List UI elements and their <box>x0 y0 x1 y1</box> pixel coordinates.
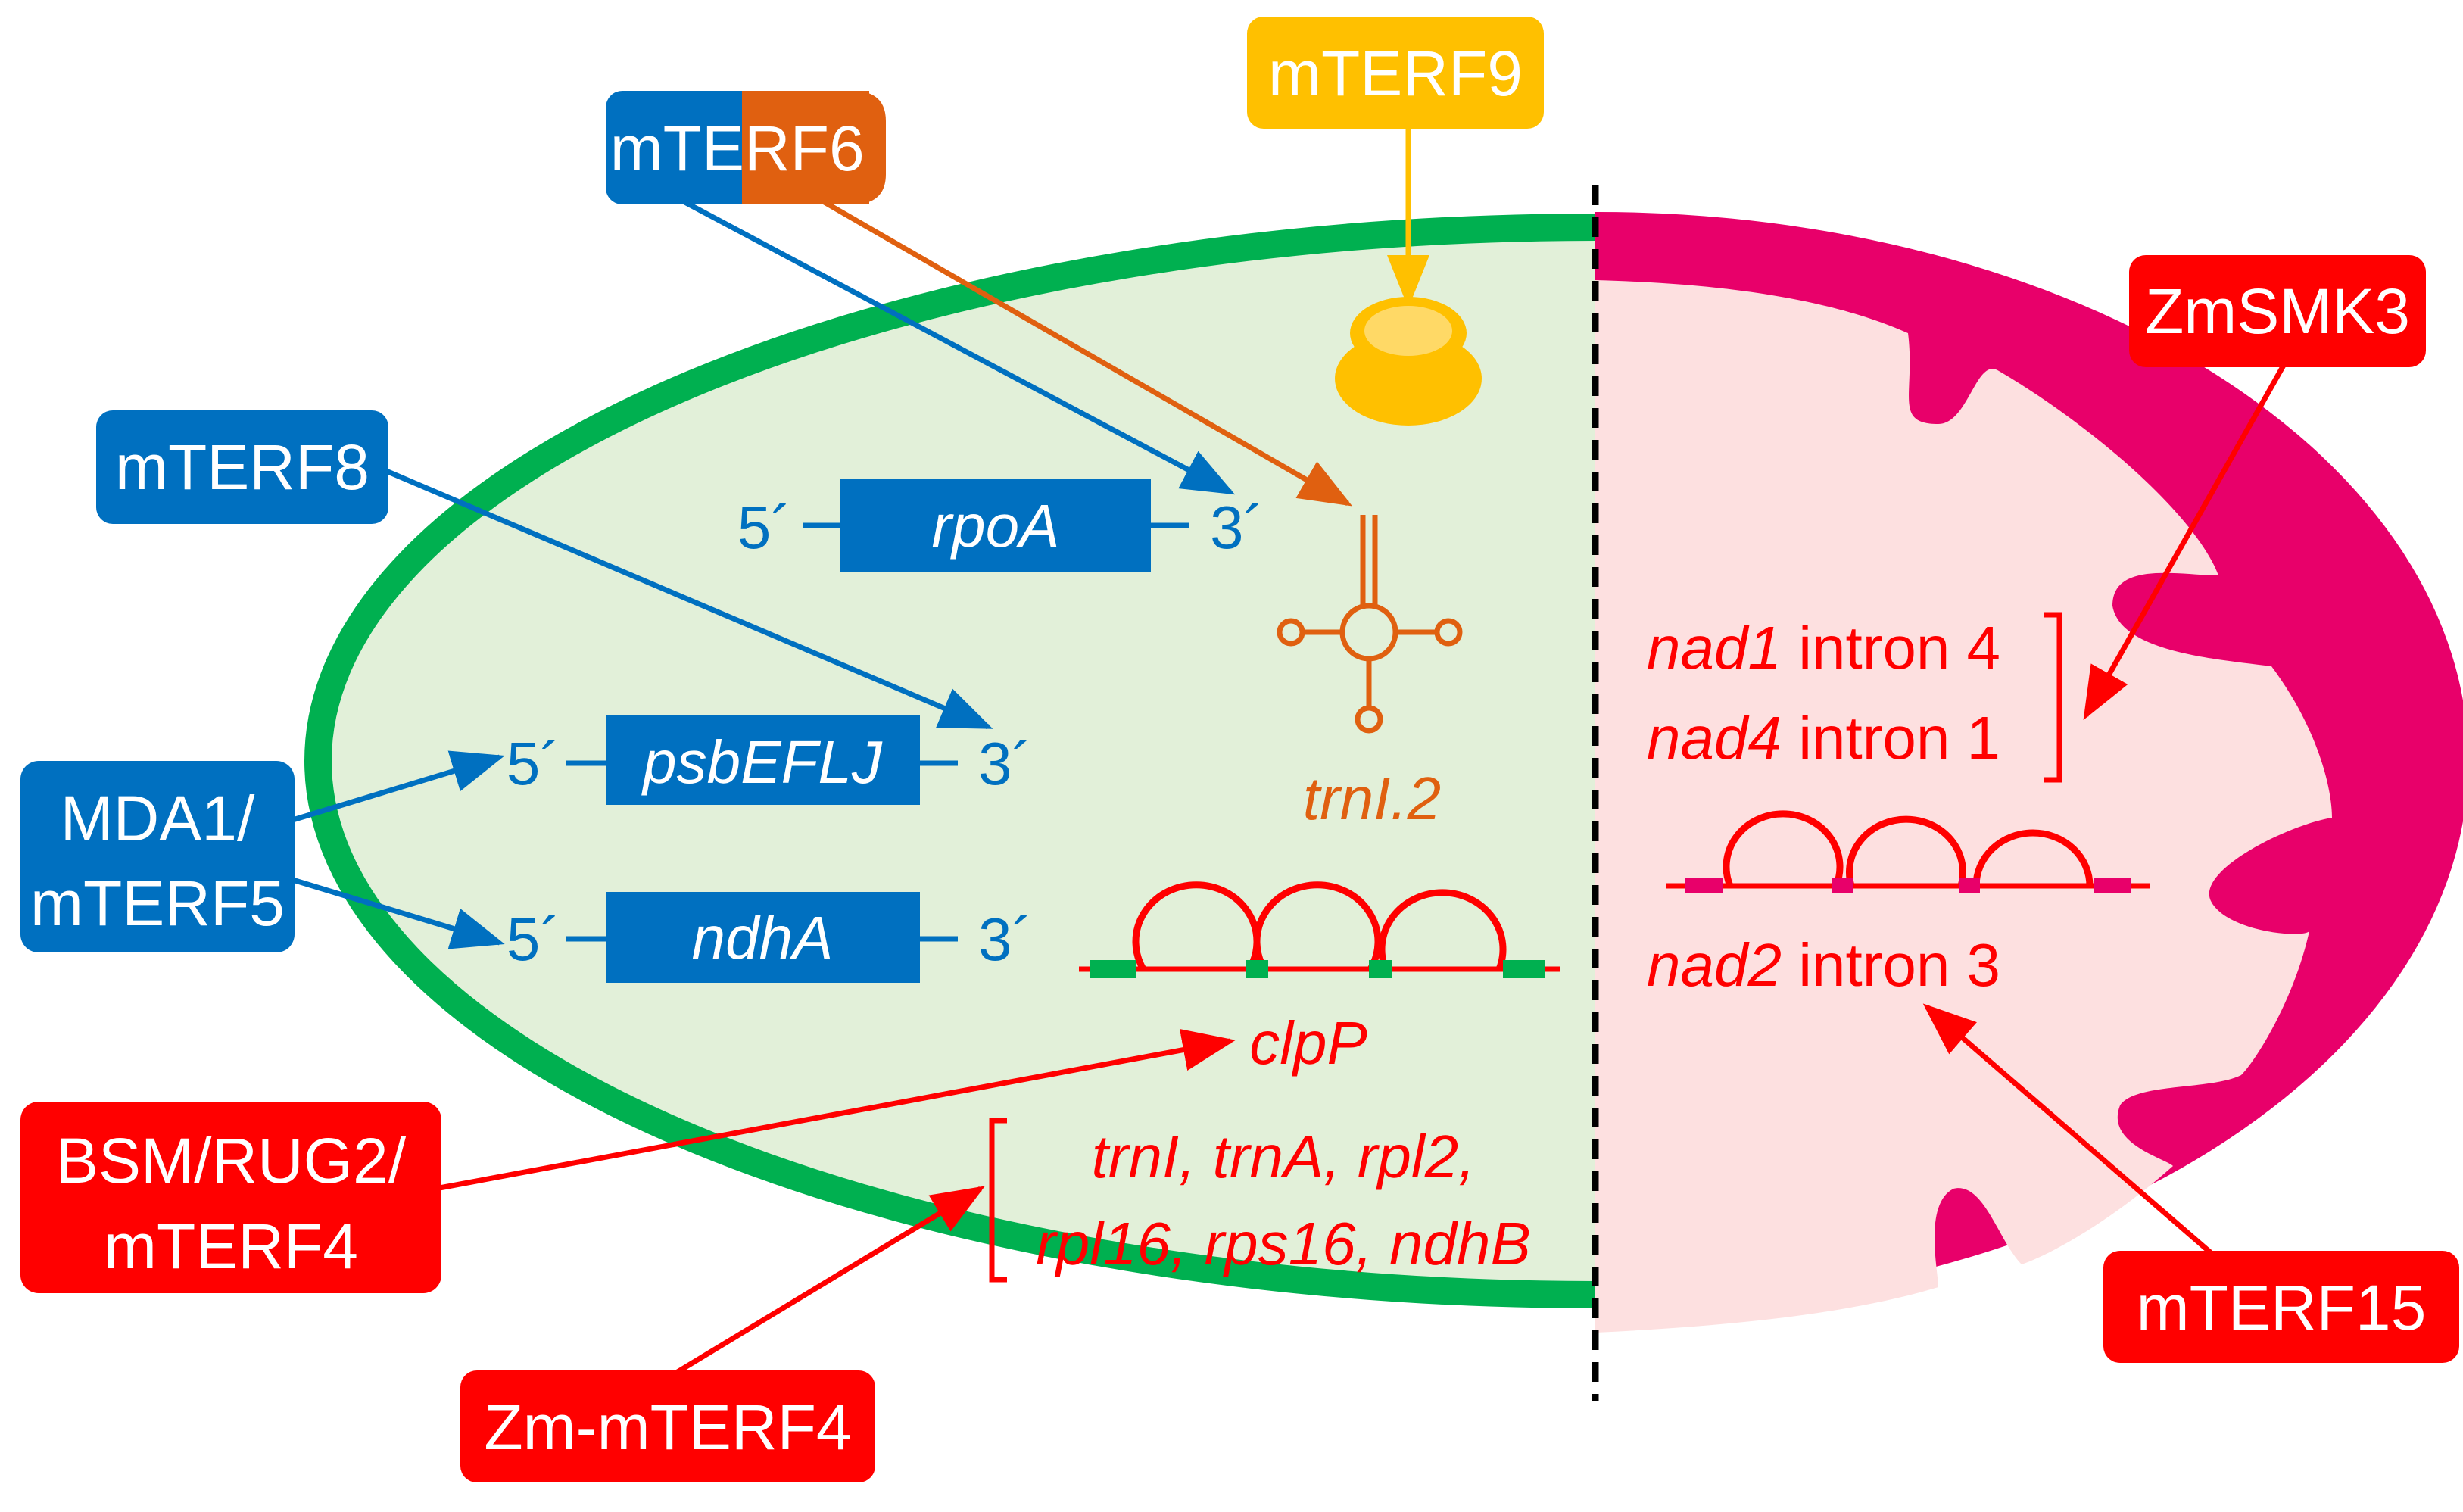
clpp-intron-structure <box>1079 881 1560 978</box>
zmsmk3-box: ZmSMK3 <box>2129 255 2426 367</box>
svg-text:RF6: RF6 <box>744 113 865 184</box>
arrow-zmsmk3-nad <box>2083 332 2305 721</box>
rpoa-label: rpoA <box>932 492 1060 560</box>
intron-genes-line1: trnI, trnA, rpl2, <box>1092 1123 1476 1190</box>
nad2-gene: nad2 <box>1647 931 1782 999</box>
nad2-intron3-label: nad2 intron 3 <box>1647 931 2000 999</box>
mterf9-label: mTERF9 <box>1268 38 1523 109</box>
nad4-gene: nad4 <box>1647 704 1782 772</box>
mterf6-label-right: RF6 <box>744 113 865 184</box>
mda1-label-line2: mTERF5 <box>30 868 285 939</box>
nad1-intron: intron 4 <box>1782 614 2000 681</box>
arrows <box>286 127 2305 1388</box>
ribosome-icon <box>1335 297 1482 426</box>
bsm-label-line2: mTERF4 <box>104 1211 358 1282</box>
clpp-label: clpP <box>1249 1009 1367 1077</box>
ndha-five-prime: 5´ <box>507 906 560 973</box>
gene-ndha: 5´ ndhA 3´ <box>507 892 1032 983</box>
mterf15-box: mTERF15 <box>2103 1251 2459 1363</box>
mterf6-box: mTE RF6 <box>606 91 892 204</box>
trna-cloverleaf-icon <box>1277 515 1463 734</box>
psbeflj-five-prime: 5´ <box>507 730 560 797</box>
mterf6-label-left: mTE <box>610 113 744 184</box>
intron-genes-bracket <box>989 1118 1007 1283</box>
nad2-intron: intron 3 <box>1782 931 2000 999</box>
arrow-mterf8-psbeflj <box>385 468 993 730</box>
arrow-mterf15-nad2 <box>1922 1003 2240 1278</box>
zmsmk3-label: ZmSMK3 <box>2145 276 2410 347</box>
mda1-mterf5-box: MDA1/ mTERF5 <box>20 761 295 952</box>
arrow-zmmterf4-introns <box>653 1186 985 1388</box>
arrow-mterf6-rpoa <box>676 195 1236 495</box>
gene-psbeflj: 5´ psbEFLJ 3´ <box>507 715 1032 805</box>
arrow-bsm-clpp <box>435 1028 1236 1192</box>
rpoa-three-prime: 3´ <box>1210 494 1264 561</box>
intron-genes-line2: rpl16, rps16, ndhB <box>1036 1210 1531 1277</box>
nad4-intron1-label: nad4 intron 1 <box>1647 704 2000 772</box>
mterf8-label: mTERF8 <box>115 432 369 503</box>
ndha-label: ndhA <box>692 904 834 971</box>
svg-text:mTE: mTE <box>610 113 744 184</box>
rpoa-five-prime: 5´ <box>737 494 791 561</box>
nad2-intron-structure <box>1666 810 2150 893</box>
mterf9-box: mTERF9 <box>1247 17 1544 129</box>
mterf15-label: mTERF15 <box>2137 1272 2427 1343</box>
ndha-three-prime: 3´ <box>978 906 1032 973</box>
zm-mterf4-box: Zm-mTERF4 <box>460 1370 875 1482</box>
arrow-mda1-ndha <box>286 875 505 949</box>
mda1-label-line1: MDA1/ <box>61 783 255 854</box>
mterf8-box: mTERF8 <box>96 410 388 524</box>
mitochondrion <box>1595 212 2463 1333</box>
psbeflj-label: psbEFLJ <box>641 728 883 796</box>
trni2-label: trnI.2 <box>1303 765 1441 832</box>
arrow-mterf6-trni2 <box>816 195 1353 507</box>
zm-mterf4-label: Zm-mTERF4 <box>484 1392 851 1463</box>
bsm-label-line1: BSM/RUG2/ <box>56 1125 407 1196</box>
nad-bracket <box>2044 612 2062 783</box>
gene-rpoa: 5´ rpoA 3´ <box>737 479 1264 572</box>
nad1-intron4-label: nad1 intron 4 <box>1647 614 2000 681</box>
nad1-gene: nad1 <box>1647 614 1782 681</box>
arrow-mda1-psbeflj <box>286 750 505 825</box>
psbeflj-three-prime: 3´ <box>978 730 1032 797</box>
bsm-rug2-mterf4-box: BSM/RUG2/ mTERF4 <box>20 1102 441 1293</box>
nad4-intron: intron 1 <box>1782 704 2000 772</box>
